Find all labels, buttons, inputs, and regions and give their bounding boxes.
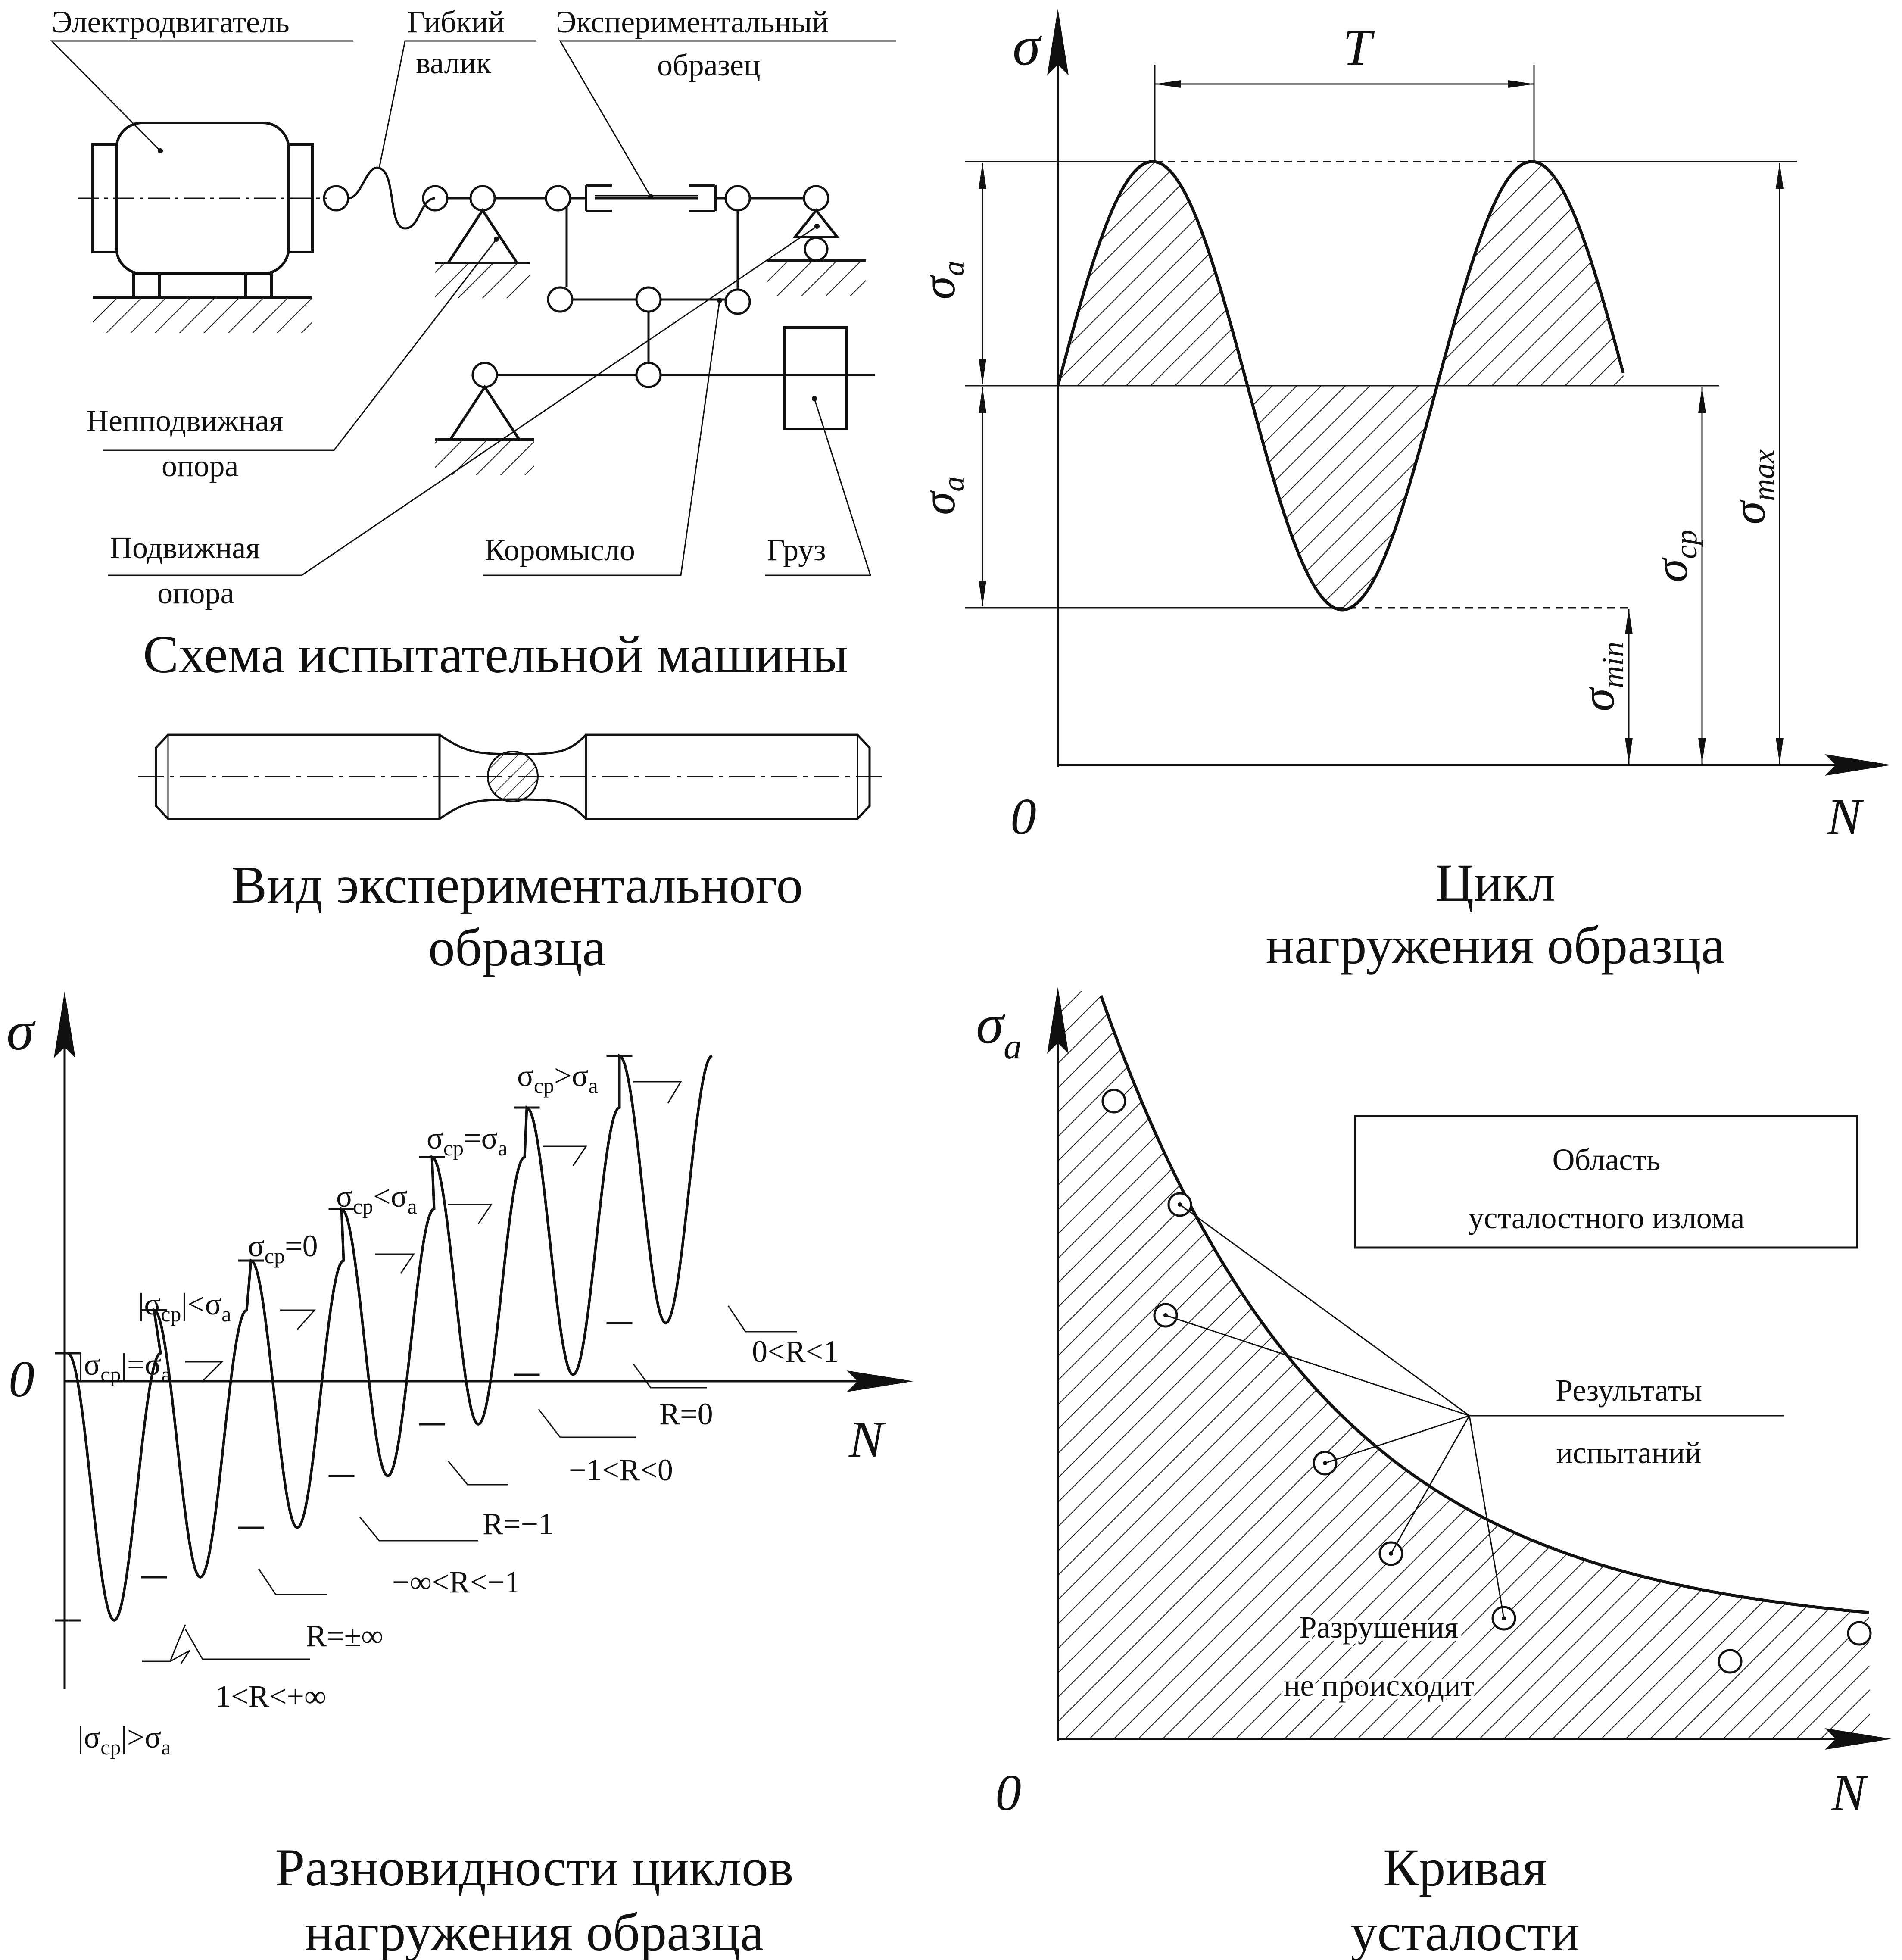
fracture-zone-label-1: Область [1553,1142,1661,1177]
types-origin-label: 0 [9,1350,34,1408]
type-r-5: −1<R<0 [569,1453,673,1487]
label-movable-2: опора [157,576,234,610]
electric-motor [78,122,327,333]
fatigue-n-label: N [1831,1764,1868,1821]
movable-support [767,208,866,296]
types-sigma-label: σ [6,1000,36,1062]
type-label-3: σcp=0 [248,1229,318,1268]
fatigue-y-arrow [1047,987,1069,1054]
cycle-types-diagram: |σcp|=σa |σcp|<σa σcp=0 σcp<σa σcp=σa σc… [6,991,914,1960]
label-shaft-1: Гибкий [407,5,505,39]
cycle-origin-label: 0 [1010,788,1036,845]
fatigue-sigma-label: σa [976,993,1022,1067]
label-weight: Груз [767,533,826,567]
safe-zone-label-2: не происходит [1284,1668,1474,1703]
caption-fatigue-2: усталости [1350,1903,1579,1960]
label-shaft-2: валик [416,46,492,80]
rocker-arm [435,298,875,475]
type-r-1: 1<R<+∞ [215,1679,326,1713]
types-x-arrow [847,1370,914,1392]
caption-cycle-1: Цикл [1435,853,1555,912]
fatigue-curve [1099,995,1869,1614]
label-movable-1: Подвижная [110,531,260,565]
fatigue-x-arrow [1825,1728,1892,1750]
test-point [1847,1621,1872,1646]
caption-cycle-2: нагружения образца [1266,916,1724,975]
results-leaders [1165,1204,1784,1619]
cycle-x-arrow [1825,754,1892,776]
label-specimen-1: Экспериментальный [556,5,829,39]
type-label-6: σcp>σa [517,1058,598,1098]
label-specimen-2: образец [657,48,761,82]
type-r-7: 0<R<1 [752,1334,839,1369]
fracture-zone-box [1354,1115,1858,1249]
caption-fatigue-1: Кривая [1383,1838,1547,1897]
label-motor: Электродвигатель [52,5,290,39]
types-y-arrow [54,991,75,1058]
type-label-7: |σcp|>σa [78,1720,171,1759]
cycle-negative-half [1247,386,1437,610]
fatigue-origin-label: 0 [995,1764,1021,1821]
type-label-2: |σcp|<σa [138,1287,231,1326]
label-rocker: Коромысло [485,533,635,567]
specimen-assembly [495,184,829,364]
cycle-positive-half-1 [1058,162,1247,386]
label-fixed-1: Непподвижная [86,403,283,438]
period-label: T [1343,19,1375,76]
type-r-3: −∞<R<−1 [392,1565,521,1599]
safe-zone-label-1: Разрушения [1299,1610,1458,1645]
loading-cycle-diagram: T σ σa σa σmin σcp σmax 0 N Цикл нагруже… [912,9,1892,975]
type-label-1: |σcp|=σa [78,1347,171,1386]
type-r-4: R=−1 [483,1507,554,1541]
sigma-cp-label: σcp [1645,530,1703,582]
test-point [1718,1649,1743,1674]
type-label-5: σcp=σa [427,1121,508,1160]
test-point [1101,1089,1126,1114]
sigma-a-upper: σa [912,261,971,300]
cycle-positive-half-2 [1437,162,1624,386]
cycle-types-curve [67,1053,713,1622]
fixed-support [435,208,530,298]
cycle-n-label: N [1827,788,1864,845]
results-label-2: испытаний [1556,1436,1701,1470]
types-leaders [142,1081,797,1664]
sigma-a-lower: σa [912,476,971,515]
label-fixed-2: опора [162,449,239,483]
type-label-4: σcp<σa [336,1179,417,1218]
machine-scheme: Электродвигатель Гибкий валик Эксперимен… [50,5,896,684]
cycle-sigma-label: σ [1013,15,1042,77]
flexible-shaft [323,166,496,230]
caption-machine: Схема испытательной машины [143,625,848,684]
leader-lines [50,40,896,576]
specimen-view: Вид экспериментального образца [138,733,888,977]
sigma-min-label: σmin [1571,642,1630,712]
caption-specimen-1: Вид экспериментального [231,855,803,914]
cycle-y-arrow [1047,9,1069,75]
type-r-6: R=0 [659,1397,713,1431]
type-r-2: R=±∞ [306,1619,383,1653]
fatigue-safe-region [1058,991,1870,1739]
results-label-1: Результаты [1556,1373,1702,1408]
cycle-types-ticks [55,1055,633,1622]
sigma-max-label: σmax [1722,449,1781,524]
caption-specimen-2: образца [428,918,606,977]
weight [783,326,848,430]
caption-types-1: Разновидности циклов [275,1838,794,1897]
fracture-zone-label-2: усталостного излома [1469,1201,1745,1235]
caption-types-2: нагружения образца [305,1903,764,1960]
fatigue-curve-diagram: Область усталостного излома Результаты и… [976,987,1892,1960]
types-n-label: N [848,1411,886,1468]
